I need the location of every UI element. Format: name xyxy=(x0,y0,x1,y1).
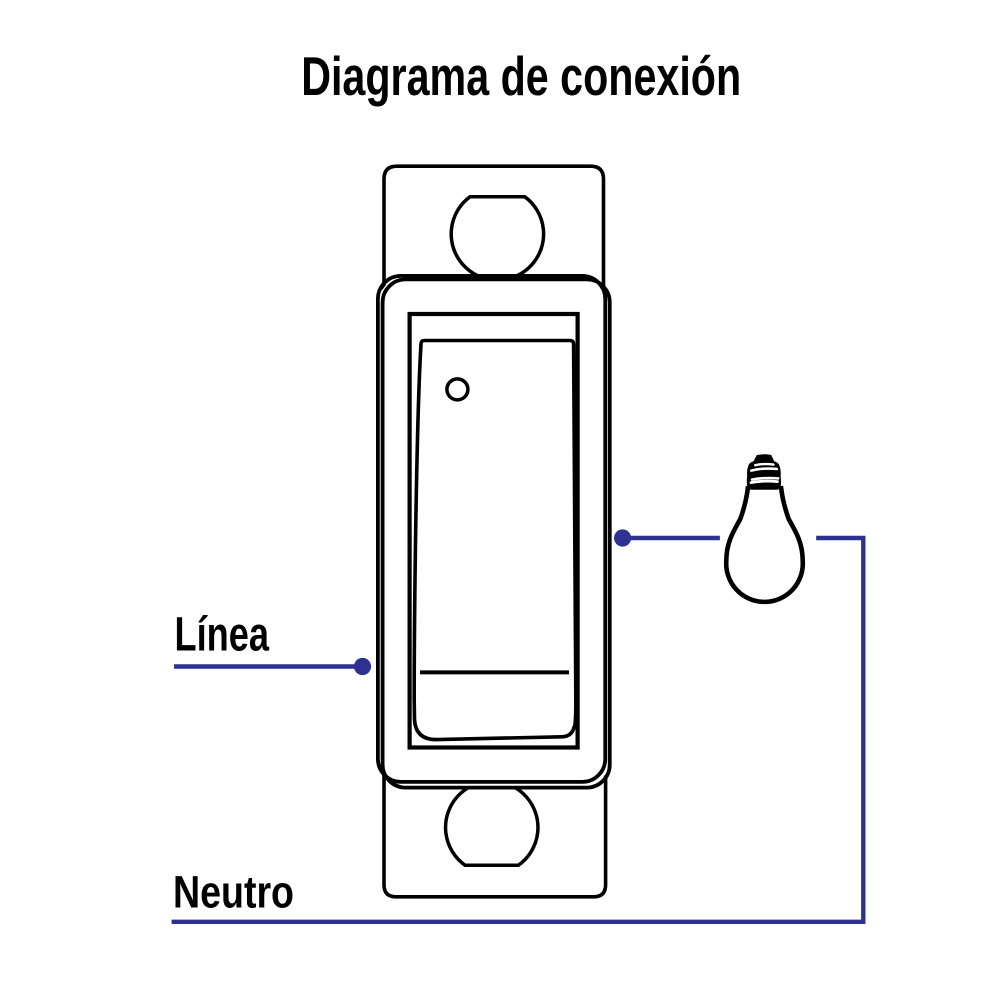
svg-text:Diagrama de conexión: Diagrama de conexión xyxy=(301,45,741,107)
svg-text:Neutro: Neutro xyxy=(173,867,294,918)
svg-text:Línea: Línea xyxy=(175,609,270,662)
